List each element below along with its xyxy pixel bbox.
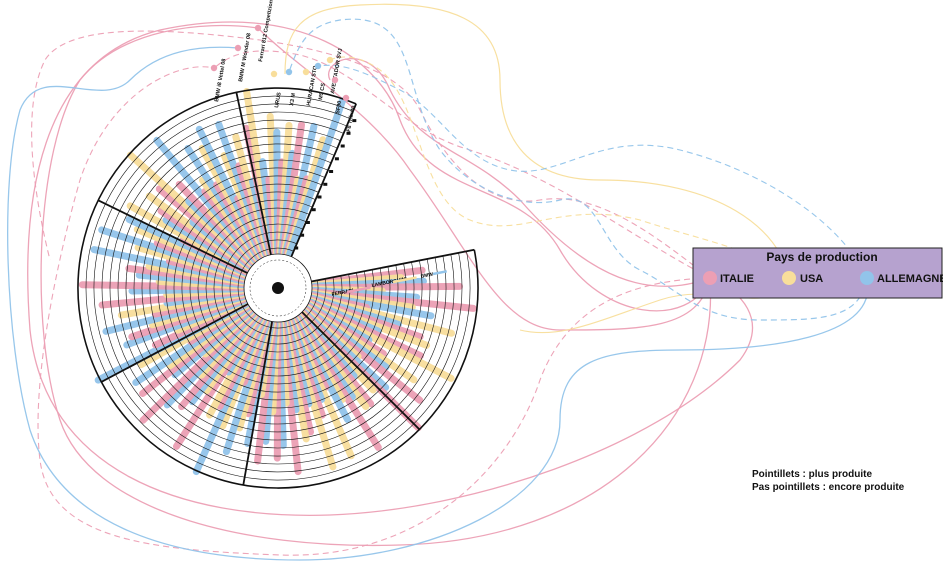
model-connector-dot <box>254 24 262 32</box>
connection-curve <box>257 27 711 331</box>
model-connector-dot <box>234 44 242 52</box>
wheel-tick <box>323 182 328 186</box>
wheel-bar <box>286 97 346 258</box>
wheel-ring <box>229 239 327 337</box>
wheel-ring <box>205 215 351 361</box>
line-style-notes: Pointillets : plus produite Pas pointill… <box>752 468 904 494</box>
wheel-ring <box>197 207 359 369</box>
wheel-hub-ring <box>249 259 307 317</box>
connection-curve <box>284 3 790 279</box>
wheel-ring <box>165 175 391 401</box>
wheel-tick <box>329 170 334 173</box>
italie-node <box>703 271 717 285</box>
note-solid: Pas pointillets : encore produite <box>752 482 905 493</box>
wheel-center-dot <box>272 282 284 294</box>
model-label: M5 CS <box>318 82 327 100</box>
wheel-ring <box>237 247 319 329</box>
connection-curve <box>7 46 869 561</box>
legend-bmw-label: BMW <box>420 272 434 280</box>
wheel-ring <box>221 231 335 345</box>
wheel-ring <box>141 151 415 425</box>
wheel-sector-divider <box>301 311 421 431</box>
model-connector-dot <box>285 68 293 76</box>
wheel-ring <box>213 223 343 353</box>
wheel-outer-ring <box>77 87 479 489</box>
model-connector-dot <box>326 56 334 64</box>
connection-curve <box>328 58 711 287</box>
model-label: SF90 <box>335 100 343 114</box>
wheel-tick <box>311 208 316 212</box>
wheel-ring <box>189 199 367 377</box>
model-connector-dot <box>210 64 218 72</box>
radial-wheel <box>77 87 479 489</box>
model-connector-dot <box>270 70 278 78</box>
wheel-tick <box>346 131 351 135</box>
connection-curve <box>317 64 868 279</box>
wheel-sector-divider <box>290 103 357 258</box>
wheel-tick <box>317 195 322 199</box>
wheel-tick <box>305 221 310 224</box>
legend-bmw-swatch <box>432 270 447 276</box>
connection-curve <box>329 56 790 279</box>
note-dashed: Pointillets : plus produite <box>752 469 872 480</box>
production-panel-title: Pays de production <box>766 250 877 264</box>
wheel-ring <box>181 191 375 385</box>
wheel-ring <box>173 183 383 393</box>
usa-label: USA <box>800 273 823 285</box>
legend-ferrari-swatch <box>346 286 371 294</box>
allemagne-node <box>860 271 874 285</box>
wheel-ring <box>109 119 447 457</box>
wheel-ring <box>117 127 439 449</box>
model-connector-dot <box>314 62 322 70</box>
production-panel: Pays de production ITALIE USA ALLEMAGNE <box>692 247 943 299</box>
model-connector-dot <box>342 94 350 102</box>
italie-label: ITALIE <box>720 273 754 285</box>
connection-curve <box>37 66 711 556</box>
wheel-ring <box>85 95 471 481</box>
allemagne-label: ALLEMAGNE <box>877 273 943 285</box>
wheel-ring <box>125 135 431 441</box>
production-panel-box <box>692 247 943 299</box>
connection-curve <box>40 24 712 547</box>
wheel-sector-divider <box>242 321 273 486</box>
legend-lamborghini-swatch <box>392 276 417 284</box>
wheel-tick <box>334 157 339 161</box>
wheel-ring <box>133 143 423 433</box>
wheel-tick <box>340 144 345 148</box>
wheel-ring <box>93 103 463 473</box>
model-connector-dot <box>302 68 310 76</box>
connection-curve <box>288 18 868 321</box>
wheel-ring <box>157 167 399 409</box>
wheel-sector-divider <box>97 199 248 274</box>
legend-ferrari-label: FERRARI <box>331 288 355 298</box>
model-label: AVENTADOR SVJ <box>330 48 344 94</box>
wheel-tick <box>300 233 305 237</box>
wheel-ring <box>149 159 407 417</box>
connection-curves <box>7 3 869 561</box>
model-connector-dot <box>331 76 339 84</box>
model-label: F8 Tributo <box>346 104 357 132</box>
model-label: BMW M Wonder 08 <box>238 33 252 83</box>
model-label: X3 M <box>289 92 297 106</box>
wheel-sector-divider <box>311 248 475 283</box>
usa-node <box>782 271 796 285</box>
wheel-ring <box>101 111 455 465</box>
wheel-sector-divider <box>235 92 272 255</box>
wheel-sector-divider <box>100 303 249 383</box>
connection-curve <box>31 30 711 279</box>
model-label: URUS <box>274 92 283 109</box>
wheel-tick <box>352 119 357 123</box>
wheel-tick <box>294 246 299 250</box>
connection-curve <box>27 21 753 516</box>
